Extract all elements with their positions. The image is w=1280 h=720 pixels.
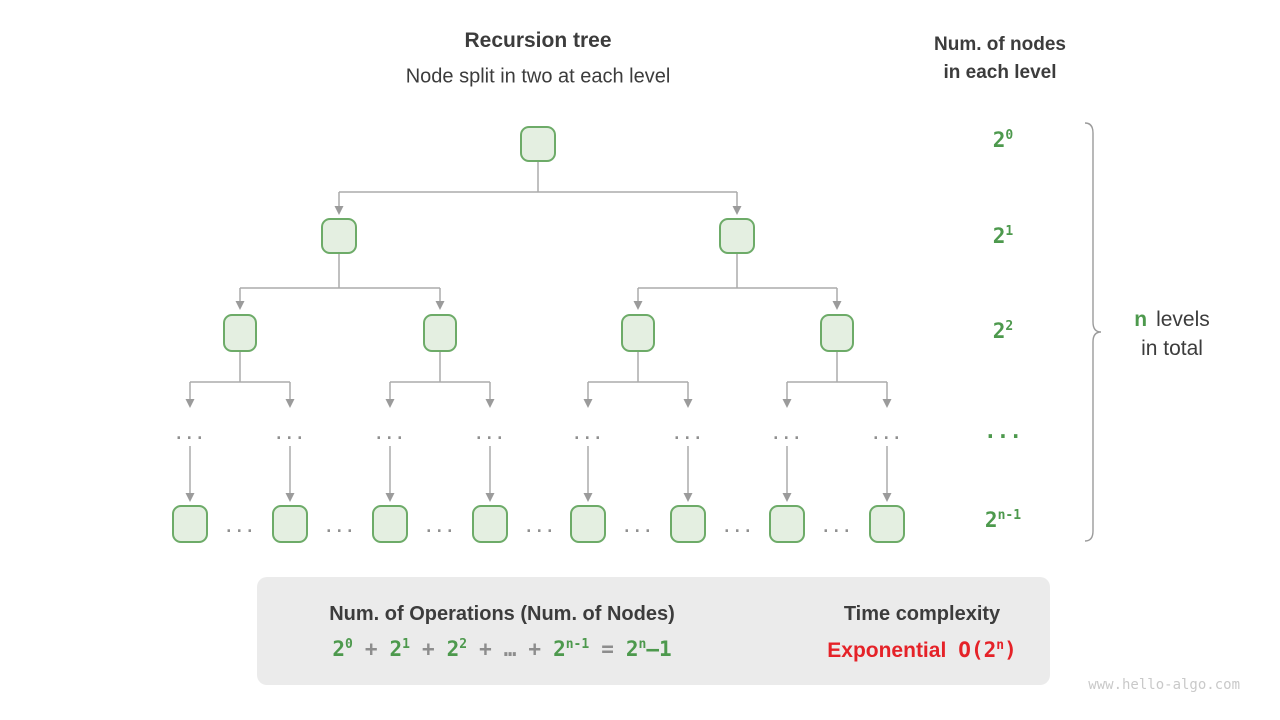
complexity-class-label: Exponential: [827, 639, 947, 662]
time-complexity-value: Exponential O(2n): [797, 638, 1047, 663]
ellipsis-text: ...: [572, 425, 604, 443]
tree-node: [520, 126, 556, 162]
formula-token: 22: [446, 637, 468, 661]
diagram-title: Recursion tree: [464, 29, 612, 52]
tree-node: [670, 505, 706, 543]
levels-column-header-line2: in each level: [943, 62, 1057, 83]
formula-token: 2n–1: [625, 637, 672, 661]
tree-node: [372, 505, 408, 543]
ellipsis-text: ...: [224, 518, 256, 536]
tree-node: [769, 505, 805, 543]
operations-formula: 20 +21 +22 + … +2n-1 = 2n–1: [257, 637, 747, 661]
levels-column-header-line1: Num. of nodes: [934, 34, 1066, 55]
diagram-subtitle: Node split in two at each level: [405, 65, 671, 88]
level-count-label: 20: [992, 128, 1014, 152]
ellipsis-text: ...: [672, 425, 704, 443]
level-count-label: ...: [984, 419, 1022, 443]
big-o-notation: O(2n): [958, 638, 1017, 662]
tree-node: [321, 218, 357, 254]
level-count-label: 22: [992, 319, 1014, 343]
ellipsis-text: ...: [771, 425, 803, 443]
tree-node: [719, 218, 755, 254]
watermark: www.hello-algo.com: [1088, 677, 1240, 693]
tree-node: [423, 314, 457, 352]
brace-label-line2: in total: [1141, 337, 1203, 360]
level-count-label: 2n-1: [984, 508, 1022, 532]
formula-token: 2n-1: [553, 637, 590, 661]
tree-node: [570, 505, 606, 543]
ellipsis-text: ...: [274, 425, 306, 443]
summary-box: Num. of Operations (Num. of Nodes) 20 +21…: [257, 577, 1050, 685]
ellipsis-text: ...: [324, 518, 356, 536]
levels-column-header: Num. of nodes in each level: [934, 31, 1066, 87]
ellipsis-text: ...: [722, 518, 754, 536]
ellipsis-text: ...: [524, 518, 556, 536]
ellipsis-text: ...: [174, 425, 206, 443]
tree-node: [820, 314, 854, 352]
time-complexity-title: Time complexity: [843, 603, 1001, 625]
formula-token: +: [528, 637, 542, 661]
tree-node: [272, 505, 308, 543]
operations-title: Num. of Operations (Num. of Nodes): [329, 603, 675, 625]
formula-token: +: [364, 637, 378, 661]
tree-node: [172, 505, 208, 543]
ellipsis-text: ...: [374, 425, 406, 443]
formula-token: 21: [389, 637, 410, 661]
formula-token: =: [601, 637, 614, 661]
tree-node: [621, 314, 655, 352]
ellipsis-text: ...: [622, 518, 654, 536]
brace-n-symbol: n: [1134, 308, 1148, 331]
formula-token: 20: [332, 637, 353, 661]
formula-token: +: [479, 637, 492, 661]
ellipsis-text: ...: [474, 425, 506, 443]
level-count-label: 21: [992, 224, 1014, 248]
brace-icon: [1084, 122, 1102, 542]
tree-node: [472, 505, 508, 543]
brace-levels-word: levels: [1156, 308, 1210, 331]
ellipsis-text: ...: [871, 425, 903, 443]
formula-token: …: [503, 637, 517, 661]
ellipsis-text: ...: [424, 518, 456, 536]
formula-token: +: [421, 637, 435, 661]
ellipsis-text: ...: [821, 518, 853, 536]
tree-node: [869, 505, 905, 543]
tree-node: [223, 314, 257, 352]
